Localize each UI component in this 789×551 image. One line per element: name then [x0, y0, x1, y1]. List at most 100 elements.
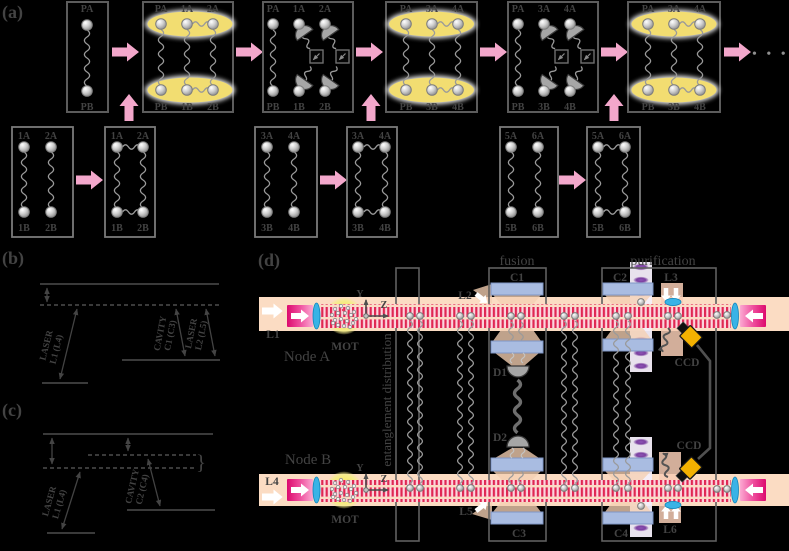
l5-beam-wedge: [472, 500, 492, 520]
atom-label: 1A: [181, 4, 194, 15]
axis-z-label: Z: [381, 300, 388, 311]
atom-label: 4A: [452, 4, 465, 15]
lens: [731, 302, 739, 330]
atom-label: 5A: [592, 131, 605, 142]
step-box-3: PA 1A 2A PB 1B 2B: [262, 1, 354, 113]
photon-wave: [678, 87, 699, 93]
label-c4: C4: [614, 528, 628, 540]
atom-label: 2B: [207, 102, 219, 113]
atom-label: 2A: [207, 4, 220, 15]
axis-z-label: Z: [381, 474, 388, 485]
atom-label: 4A: [694, 4, 707, 15]
photon-wave: [509, 352, 515, 364]
pink-arrow-up: [604, 94, 624, 121]
ccd-body: [679, 325, 703, 349]
pink-arrow-right: [559, 170, 586, 190]
label-ccd-b: CCD: [677, 440, 702, 452]
axis-origin: [363, 313, 369, 319]
prep-box-a: 1A 2A 1B 2B: [11, 126, 74, 238]
photon-wave: [402, 28, 410, 87]
atom-label: 3A: [261, 131, 274, 142]
atom-label: 1A: [18, 131, 31, 142]
atom-label: 3A: [538, 4, 551, 15]
d1-light-cone: [495, 353, 539, 366]
photon-wave: [696, 28, 704, 87]
label-c2: C2: [613, 272, 627, 284]
fusion-box: [488, 267, 547, 542]
ccd-body: [679, 456, 703, 480]
atom-label: 3B: [426, 102, 438, 113]
cavity-c2-mirror-bottom: [602, 338, 654, 352]
atom-label: 1B: [181, 102, 193, 113]
atom-label: 3A: [352, 131, 365, 142]
lens: [731, 476, 739, 504]
photon-wave: [594, 151, 602, 209]
pink-arrow-right: [76, 170, 103, 190]
prep-box-f: 5A 6A 5B 6B: [586, 126, 641, 238]
photon-wave: [381, 151, 389, 209]
pink-arrow-right: [480, 42, 507, 62]
photon-wave: [113, 151, 121, 209]
l2-beam-wedge: [473, 284, 492, 304]
label-c3: C3: [512, 528, 526, 540]
atom-label: PB: [642, 102, 655, 113]
cavity-c1-transition: [174, 308, 187, 357]
atom-label: 4B: [379, 223, 391, 234]
panel-d-label: (d): [258, 250, 280, 271]
photon-wave: [436, 21, 457, 27]
ccd-camera-a: [676, 321, 703, 349]
photon-wave: [354, 151, 362, 209]
atom-label: 1B: [18, 223, 30, 234]
d2-light-cone: [495, 448, 539, 458]
detector-d1: [506, 365, 530, 378]
atom-label: 1B: [293, 102, 305, 113]
atom-label: 3B: [261, 223, 273, 234]
atom-label: 6B: [619, 223, 631, 234]
photon-wave: [20, 151, 28, 209]
photon-wave: [514, 29, 522, 87]
pink-arrow-right: [356, 42, 383, 62]
atom-label: 5B: [505, 223, 517, 234]
photon-wave: [406, 320, 414, 485]
atom-label: 3B: [538, 102, 550, 113]
photon-wave: [520, 352, 526, 364]
pink-arrow-right: [724, 42, 751, 62]
label-mot-a: MOT: [331, 341, 359, 353]
atom-label: PB: [81, 102, 94, 113]
photon-wave: [191, 21, 212, 27]
fusion-photon-wave: [512, 378, 523, 435]
photon-wave: [263, 151, 271, 209]
label-ccd-a: CCD: [675, 357, 700, 369]
photon-wave: [644, 28, 652, 87]
atom-label: 6B: [532, 223, 544, 234]
atom-label: 6A: [619, 131, 632, 142]
photon-wave: [436, 87, 457, 93]
label-d1: D1: [493, 367, 507, 379]
ccd-photon-wave: [657, 327, 671, 353]
pink-arrow-up: [119, 94, 139, 121]
photon-wave: [612, 320, 620, 485]
axes-node-b: Y Z: [356, 463, 389, 493]
atom-label: 4A: [288, 131, 301, 142]
atom-label: PB: [400, 102, 413, 113]
photon-wave: [507, 151, 515, 209]
atom-label: 3B: [668, 102, 680, 113]
photon-wave: [139, 151, 147, 209]
photon-wave: [157, 28, 165, 87]
lens: [664, 500, 682, 509]
label-l3: L3: [664, 272, 678, 284]
photon-wave: [678, 21, 699, 27]
photon-wave: [47, 151, 55, 209]
atom-label: 2B: [319, 102, 331, 113]
prep-box-d: 3A 4A 3B 4B: [346, 126, 398, 238]
label-l4: L4: [265, 476, 279, 488]
pink-arrow-right: [112, 42, 139, 62]
pink-arrow-right: [320, 170, 347, 190]
detector-d2: [506, 435, 530, 448]
photon-wave: [621, 151, 629, 209]
cavity-c3-mirror-top: [490, 457, 544, 472]
photon-wave: [560, 320, 568, 485]
atom-label: 2A: [137, 131, 150, 142]
photon-wave: [602, 144, 623, 150]
pink-arrow-right: [601, 42, 628, 62]
